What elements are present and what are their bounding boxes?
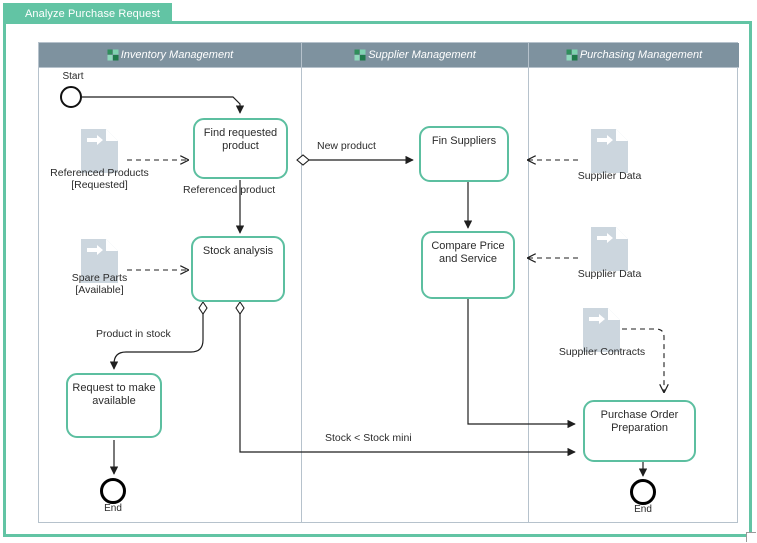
data-label-line1: Spare Parts xyxy=(71,272,128,284)
task-label-line2: Preparation xyxy=(611,422,668,434)
end-event-inventory-label: End xyxy=(104,503,122,514)
task-label-line1: Purchase Order xyxy=(600,409,679,421)
task-label-line2: available xyxy=(92,395,136,407)
document-icon xyxy=(81,239,118,283)
start-event[interactable] xyxy=(60,86,82,108)
end-event-inventory[interactable] xyxy=(100,478,126,504)
task-request-to-make-available[interactable]: Request to make available xyxy=(66,373,162,438)
data-label-line1: Referenced Products xyxy=(50,167,149,179)
puzzle-icon xyxy=(354,49,366,61)
task-compare-price-and-service[interactable]: Compare Price and Service xyxy=(421,231,515,299)
data-object-supplier-data-2[interactable] xyxy=(590,226,630,277)
data-object-spare-parts[interactable] xyxy=(80,238,120,289)
document-icon xyxy=(591,227,628,271)
task-label-line1: Request to make xyxy=(72,382,156,394)
lane-header-supplier-management: Supplier Management xyxy=(302,43,528,68)
flow-label-product-in-stock: Product in stock xyxy=(96,328,171,340)
data-object-label-spare-parts: Spare Parts [Available] xyxy=(38,272,161,296)
lane-header-inventory-management: Inventory Management xyxy=(39,43,301,68)
resize-corner-nub[interactable] xyxy=(746,532,756,542)
task-label-line1: Stock analysis xyxy=(202,245,274,257)
task-label-line1: Find requested xyxy=(203,127,278,139)
data-label-line2: [Available] xyxy=(75,284,124,296)
data-object-supplier-contracts[interactable] xyxy=(582,307,622,358)
data-label-line2: [Requested] xyxy=(71,179,128,191)
data-object-referenced-products[interactable] xyxy=(80,128,120,179)
task-label-line2: and Service xyxy=(438,253,498,265)
lane-header-purchasing-management: Purchasing Management xyxy=(529,43,739,68)
task-fin-suppliers[interactable]: Fin Suppliers xyxy=(419,126,509,182)
lane-inventory-management[interactable]: Inventory Management xyxy=(39,43,302,522)
end-event-purchasing-label: End xyxy=(634,504,652,515)
flow-label-stock-less-than-stock-mini: Stock < Stock mini xyxy=(325,432,412,444)
puzzle-icon xyxy=(566,49,578,61)
data-label-line1: Supplier Data xyxy=(577,170,642,182)
data-object-supplier-data-1[interactable] xyxy=(590,128,630,179)
document-icon xyxy=(591,129,628,173)
task-label-line1: Compare Price xyxy=(431,240,505,252)
data-label-line1: Supplier Data xyxy=(577,268,642,280)
task-find-requested-product[interactable]: Find requested product xyxy=(193,118,288,179)
lane-purchasing-management[interactable]: Purchasing Management xyxy=(529,43,739,522)
task-label-line1: Fin Suppliers xyxy=(431,135,497,147)
data-label-line1: Supplier Contracts xyxy=(558,346,646,358)
diagram-tab[interactable]: Analyze Purchase Request xyxy=(3,3,173,25)
end-event-purchasing[interactable] xyxy=(630,479,656,505)
document-icon xyxy=(583,308,620,352)
lane-label-purchasing-management: Purchasing Management xyxy=(579,49,703,61)
data-object-label-referenced-products: Referenced Products [Requested] xyxy=(22,167,177,191)
lane-label-supplier-management: Supplier Management xyxy=(368,49,476,61)
task-purchase-order-preparation[interactable]: Purchase Order Preparation xyxy=(583,400,696,462)
data-object-label-supplier-contracts: Supplier Contracts xyxy=(532,346,672,358)
document-icon xyxy=(81,129,118,173)
flow-label-referenced-product: Referenced product xyxy=(183,184,276,196)
data-object-label-supplier-data-2: Supplier Data xyxy=(548,268,671,280)
task-label-line2: product xyxy=(222,140,259,152)
lane-supplier-management[interactable]: Supplier Management xyxy=(302,43,529,522)
data-object-label-supplier-data-1: Supplier Data xyxy=(548,170,671,182)
task-stock-analysis[interactable]: Stock analysis xyxy=(191,236,285,302)
lane-label-inventory-management: Inventory Management xyxy=(120,49,234,61)
flow-label-new-product: New product xyxy=(317,140,376,152)
process-pool: Inventory Management Supplier Management xyxy=(38,42,739,523)
start-event-label: Start xyxy=(62,71,84,82)
puzzle-icon xyxy=(107,49,119,61)
diagram-tab-label: Analyze Purchase Request xyxy=(25,8,161,20)
